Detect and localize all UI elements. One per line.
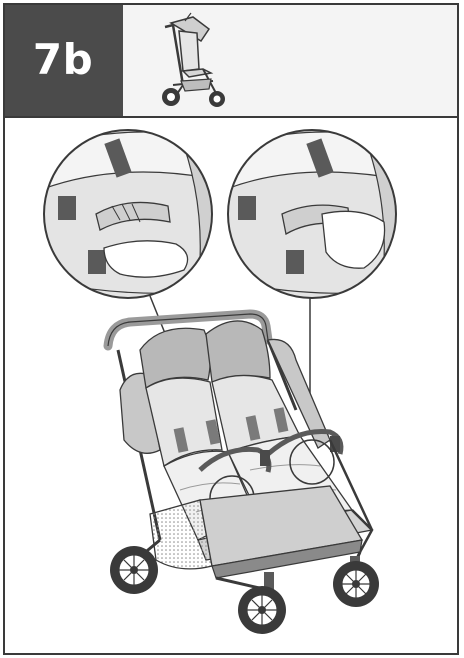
- page-frame: [3, 3, 459, 655]
